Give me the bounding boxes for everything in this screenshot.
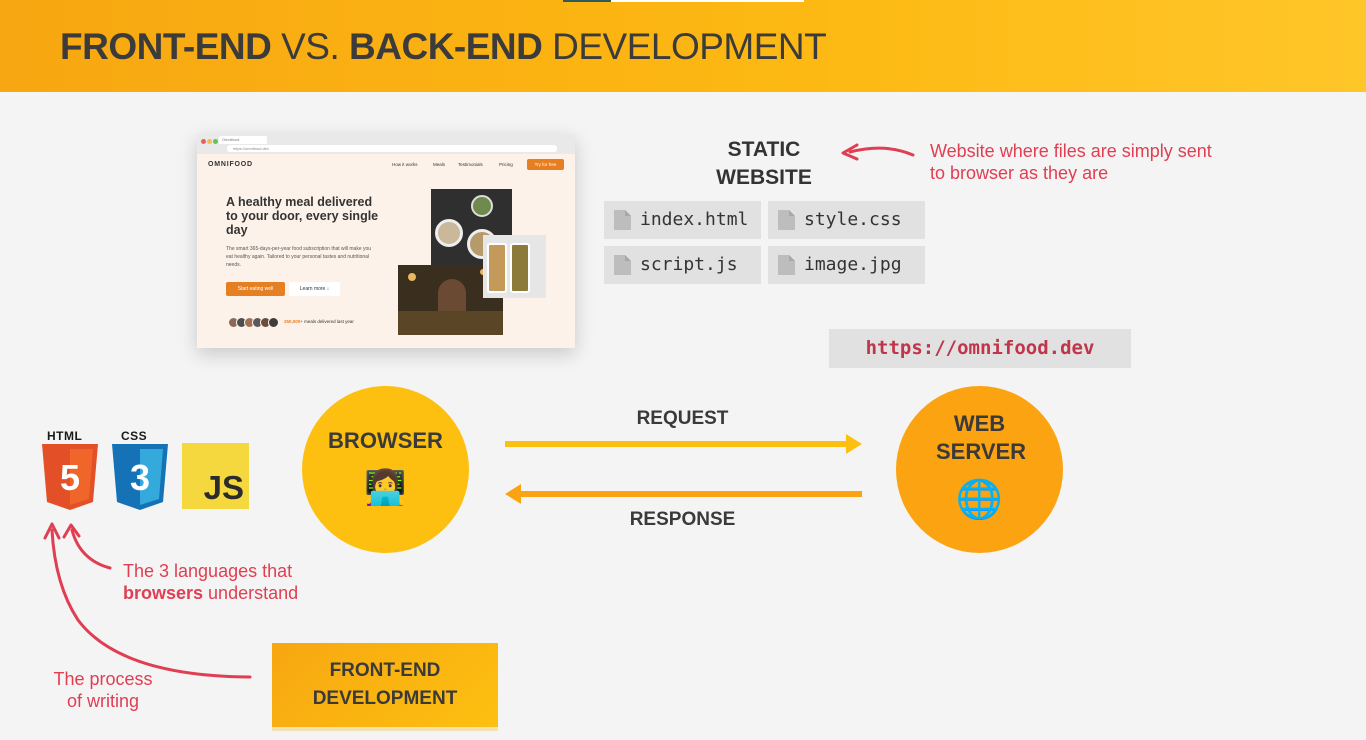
css-label: CSS bbox=[121, 429, 148, 443]
static-note-arrow bbox=[841, 143, 915, 161]
minimize-dot-icon bbox=[207, 139, 212, 144]
front-end-development-label: FRONT-END DEVELOPMENT bbox=[312, 660, 458, 709]
request-label: REQUEST bbox=[636, 408, 729, 429]
meal-box-shape bbox=[487, 243, 507, 293]
file-name: image.jpg bbox=[804, 254, 902, 275]
file-chip: image.jpg bbox=[768, 246, 925, 284]
file-icon bbox=[778, 210, 795, 230]
html5-icon: 5 bbox=[42, 444, 98, 510]
javascript-icon: JS bbox=[182, 443, 249, 509]
woman-technologist-icon: 👩‍💻 bbox=[364, 469, 407, 507]
static-website-note: Website where files are simply sent to b… bbox=[930, 141, 1212, 183]
file-icon bbox=[778, 255, 795, 275]
server-url: https://omnifood.dev bbox=[865, 337, 1095, 359]
website-screenshot: Omnifood https://omnifood.dev OMNIFOOD H… bbox=[197, 134, 575, 348]
mock-nav-link: Meals bbox=[433, 162, 446, 167]
response-arrow bbox=[505, 484, 862, 504]
request-arrow bbox=[505, 434, 862, 454]
light-shape bbox=[408, 273, 416, 281]
browser-title: BROWSER bbox=[328, 428, 443, 453]
file-icon bbox=[614, 255, 631, 275]
bowl-shape bbox=[471, 195, 493, 217]
file-chip: script.js bbox=[604, 246, 761, 284]
mock-primary-button: Start eating well bbox=[226, 282, 285, 296]
browser-chrome: Omnifood https://omnifood.dev bbox=[197, 134, 575, 154]
bowl-shape bbox=[435, 219, 463, 247]
mock-cta-button: Try for free bbox=[527, 159, 564, 170]
js-label: JS bbox=[203, 469, 244, 506]
svg-text:3: 3 bbox=[130, 457, 150, 498]
browser-tab: Omnifood bbox=[219, 136, 267, 144]
mock-headline: A healthy meal delivered to your door, e… bbox=[226, 195, 379, 237]
close-dot-icon bbox=[201, 139, 206, 144]
globe-icon: 🌐 bbox=[955, 479, 1004, 521]
mock-logo: OMNIFOOD bbox=[208, 161, 253, 168]
process-note: The process of writing bbox=[53, 669, 153, 711]
file-icon bbox=[614, 210, 631, 230]
header-bar: FRONT-END VS. BACK-END DEVELOPMENT bbox=[0, 0, 1366, 92]
maximize-dot-icon bbox=[213, 139, 218, 144]
table-shape bbox=[398, 311, 503, 335]
meal-box-shape bbox=[510, 243, 530, 293]
mock-nav-link: Testimonials bbox=[458, 162, 483, 167]
file-chip: style.css bbox=[768, 201, 925, 239]
avatar bbox=[268, 317, 279, 328]
browser-circle: BROWSER 👩‍💻 bbox=[302, 386, 469, 553]
food-photo-boxes bbox=[483, 235, 546, 298]
address-bar: https://omnifood.dev bbox=[227, 145, 557, 152]
static-website-title: STATIC WEBSITE bbox=[716, 138, 812, 189]
front-end-development-box: FRONT-END DEVELOPMENT bbox=[272, 643, 498, 727]
file-name: style.css bbox=[804, 209, 902, 230]
css3-icon: 3 bbox=[112, 444, 168, 510]
web-server-circle: WEB SERVER 🌐 bbox=[896, 386, 1063, 553]
mock-nav-link: How it works bbox=[392, 162, 418, 167]
web-server-title: WEB SERVER bbox=[936, 411, 1027, 464]
mock-secondary-button: Learn more ↓ bbox=[289, 282, 340, 296]
languages-note-arrow bbox=[62, 523, 112, 570]
html-label: HTML bbox=[47, 429, 83, 443]
top-progress-marker bbox=[563, 0, 611, 2]
top-progress-track bbox=[611, 0, 804, 2]
file-name: script.js bbox=[640, 254, 738, 275]
svg-text:5: 5 bbox=[60, 457, 80, 498]
file-chip: index.html bbox=[604, 201, 761, 239]
response-label: RESPONSE bbox=[629, 509, 736, 530]
mock-navigation: OMNIFOOD How it works Meals Testimonials… bbox=[197, 154, 575, 176]
mock-nav-link: Pricing bbox=[499, 162, 513, 167]
mock-avatar-group bbox=[228, 317, 282, 328]
mock-stat: 250,000+ meals delivered last year bbox=[284, 319, 354, 324]
mock-paragraph: The smart 365-days-per-year food subscri… bbox=[226, 246, 372, 268]
languages-note: The 3 languages that browsers understand bbox=[123, 561, 299, 603]
file-name: index.html bbox=[640, 209, 749, 230]
server-url-box: https://omnifood.dev bbox=[829, 329, 1131, 368]
page-title: FRONT-END VS. BACK-END DEVELOPMENT bbox=[60, 26, 827, 67]
